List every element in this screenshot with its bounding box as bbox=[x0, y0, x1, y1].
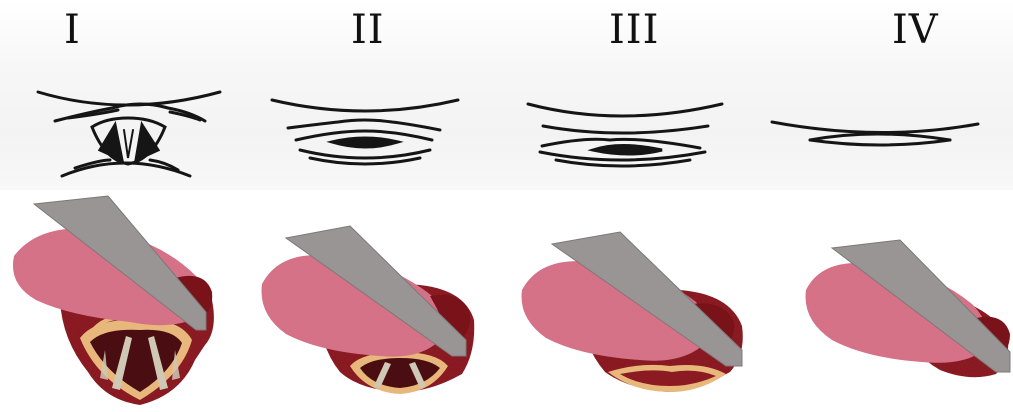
schematic-grade-1 bbox=[38, 92, 220, 176]
schematic-grade-4 bbox=[772, 122, 978, 145]
view-grade-2 bbox=[262, 226, 475, 394]
view-grade-1 bbox=[13, 196, 214, 405]
view-grade-4 bbox=[806, 240, 1010, 377]
view-grade-3 bbox=[522, 232, 743, 392]
schematic-row bbox=[38, 92, 978, 176]
schematic-grade-2 bbox=[272, 100, 458, 164]
schematic-grade-3 bbox=[528, 104, 722, 166]
